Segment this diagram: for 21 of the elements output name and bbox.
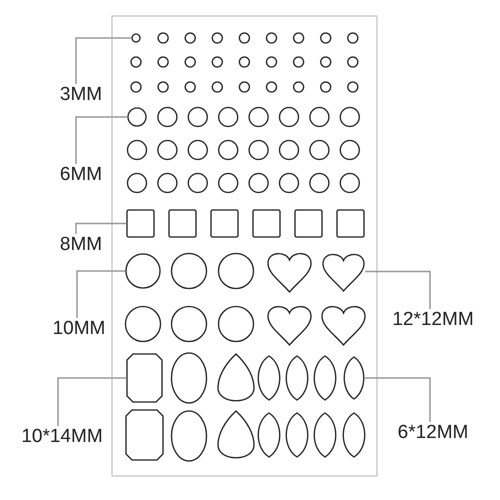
box-gem [126,209,155,238]
leader-line [75,222,126,234]
circle-gem [131,33,141,43]
heart-gem [322,251,365,292]
size-label: 3MM [60,84,102,106]
circle-gem [127,107,147,127]
size-label: 6*12MM [398,422,468,444]
leader-line [76,270,125,318]
size-label: 12*12MM [392,309,474,331]
size-label: 10*14MM [21,426,103,448]
leader-line [57,377,126,426]
size-label: 10MM [52,318,106,340]
leader-line [365,270,431,309]
size-label: 8MM [60,234,102,256]
size-label: 6MM [60,164,102,186]
octagon-gem [126,353,163,403]
leader-line [75,37,131,84]
circle-gem [125,253,161,289]
leader-line [75,116,127,164]
leader-line [365,377,431,422]
marquise-gem [343,356,365,400]
